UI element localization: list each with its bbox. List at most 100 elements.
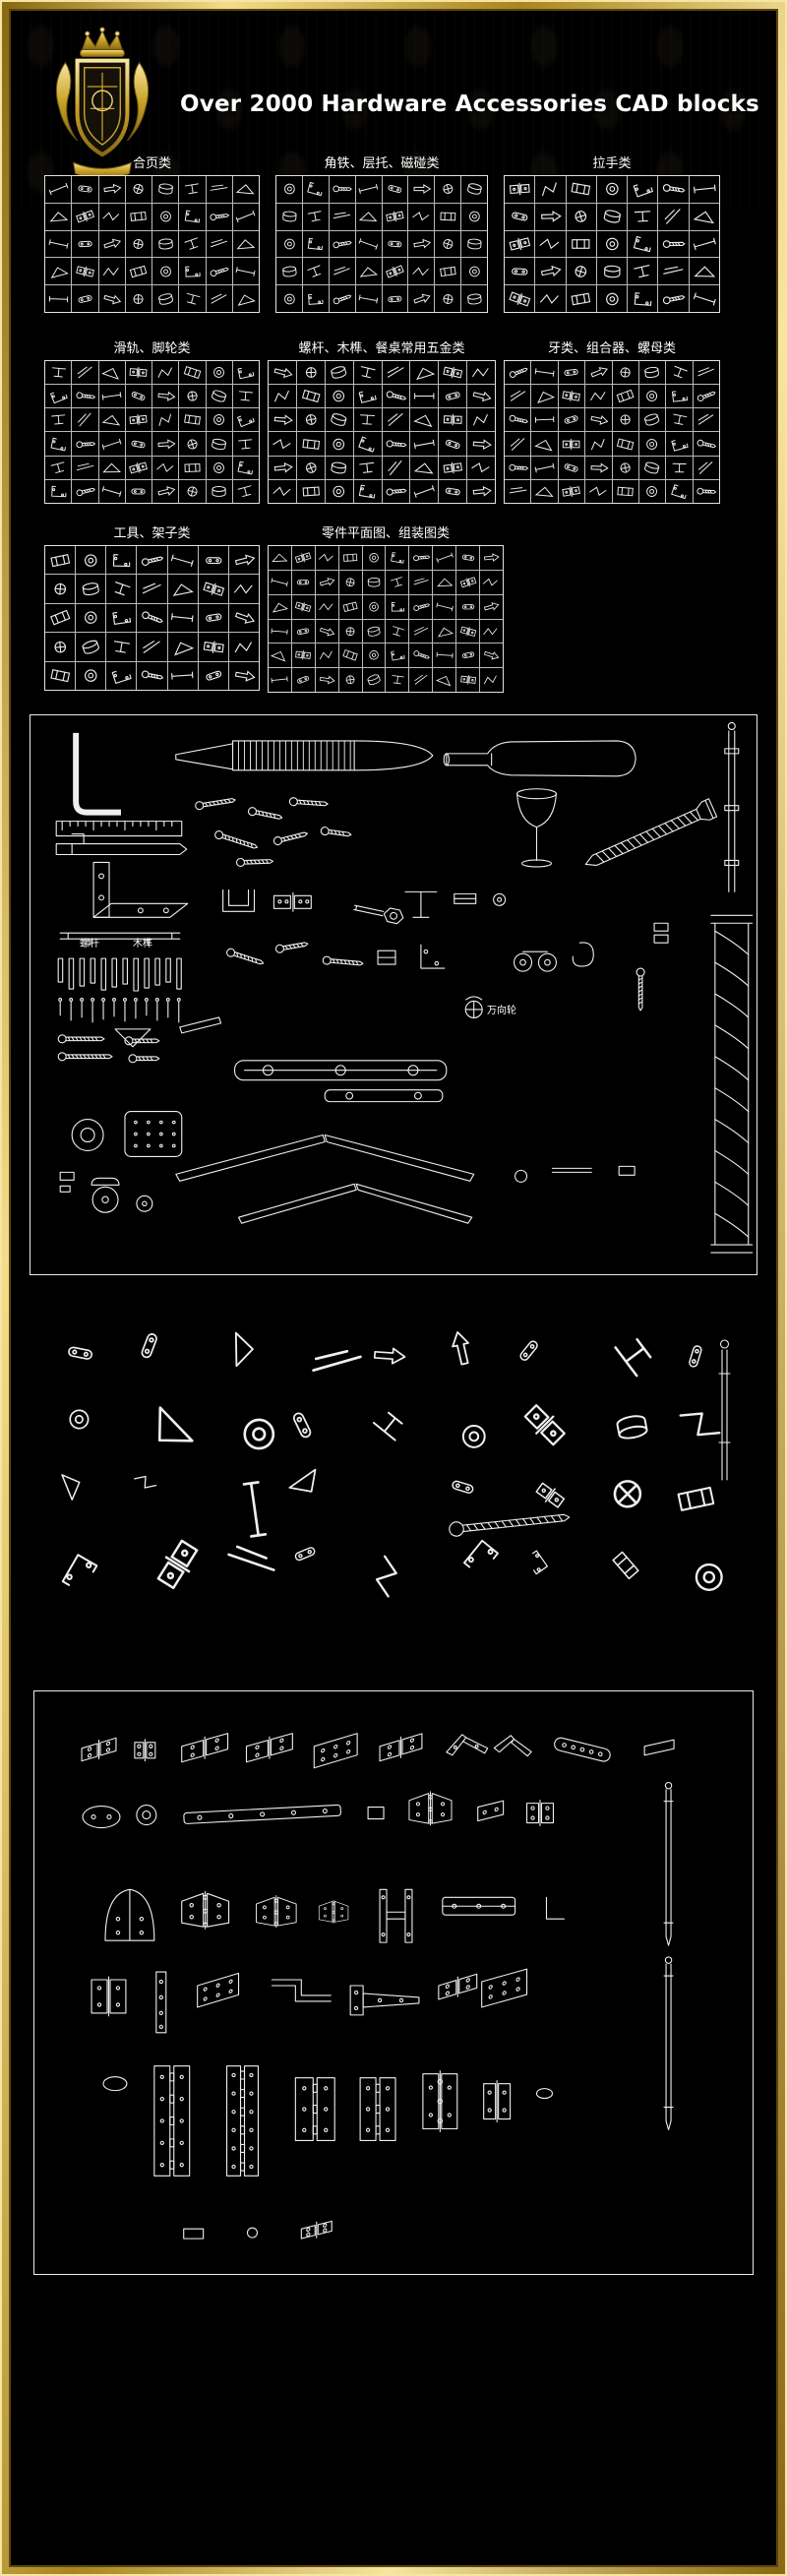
cad-thumbnail <box>480 594 503 619</box>
cad-thumbnail <box>125 361 151 385</box>
cad-thumbnail <box>125 258 151 285</box>
cad-thumbnail <box>179 479 206 503</box>
cad-scatter-parts <box>33 1315 754 1618</box>
cad-thumbnail <box>198 575 228 603</box>
cad-thumbnail <box>531 432 558 456</box>
cad-thumbnail <box>408 176 435 203</box>
cad-thumbnail <box>386 570 409 594</box>
cad-thumbnail <box>45 575 76 603</box>
cad-thumbnail <box>693 408 719 432</box>
cad-thumbnail <box>291 546 315 570</box>
cad-thumbnail <box>232 176 259 203</box>
label-screw-rod: 螺杆 <box>80 939 99 950</box>
cad-thumbnail <box>167 661 198 690</box>
cad-thumbnail <box>296 408 325 432</box>
cad-thumbnail <box>291 668 315 692</box>
cad-thumbnail <box>467 408 495 432</box>
cad-thumbnail <box>435 176 461 203</box>
cad-thumbnail <box>228 546 259 575</box>
cad-thumbnail <box>461 258 487 285</box>
cad-thumbnail <box>435 203 461 230</box>
cad-thumbnail <box>435 258 461 285</box>
cad-thumbnail <box>137 546 167 575</box>
cad-thumbnail <box>585 408 612 432</box>
cad-thumbnail <box>98 479 125 503</box>
cad-thumbnail <box>480 619 503 644</box>
cad-thumbnail <box>302 176 329 203</box>
cad-thumbnail <box>45 258 72 285</box>
cad-thumbnail <box>612 408 638 432</box>
cad-thumbnail <box>439 361 467 385</box>
cad-thumbnail <box>206 361 232 385</box>
cad-thumbnail <box>355 230 382 258</box>
cad-thumbnail <box>467 361 495 385</box>
cad-thumbnail <box>179 230 206 258</box>
cad-thumbnail <box>386 619 409 644</box>
cad-thumbnail <box>585 432 612 456</box>
cad-thumbnail <box>456 546 480 570</box>
cad-thumbnail <box>467 432 495 456</box>
cad-thumbnail <box>98 258 125 285</box>
cad-thumbnail <box>269 361 296 385</box>
cad-thumbnail <box>315 570 338 594</box>
cad-thumbnail <box>137 633 167 661</box>
catalog-grid <box>275 175 488 313</box>
catalog-grid <box>44 545 260 691</box>
cad-thumbnail <box>325 408 353 432</box>
cad-thumbnail <box>198 546 228 575</box>
catalog-section: 滑轨、脚轮类 <box>44 340 260 504</box>
cad-thumbnail <box>98 408 125 432</box>
cad-thumbnail <box>638 385 666 408</box>
cad-thumbnail <box>531 479 558 503</box>
cad-panel-hardware-tools: 螺杆 木榫 万向轮 <box>30 714 757 1275</box>
cad-thumbnail <box>152 258 179 285</box>
cad-thumbnail <box>296 385 325 408</box>
cad-thumbnail <box>628 203 658 230</box>
cad-thumbnail <box>596 230 628 258</box>
cad-thumbnail <box>206 285 232 312</box>
cad-thumbnail <box>167 575 198 603</box>
cad-thumbnail <box>228 575 259 603</box>
cad-thumbnail <box>355 176 382 203</box>
cad-thumbnail <box>666 456 693 479</box>
cad-thumbnail <box>232 230 259 258</box>
section-label: 角铁、层托、磁碰类 <box>324 156 440 171</box>
cad-thumbnail <box>325 479 353 503</box>
cad-thumbnail <box>137 603 167 633</box>
cad-thumbnail <box>409 546 433 570</box>
cad-thumbnail <box>505 176 535 203</box>
cad-thumbnail <box>456 594 480 619</box>
cad-thumbnail <box>505 285 535 312</box>
cad-thumbnail <box>693 385 719 408</box>
cad-thumbnail <box>433 619 456 644</box>
cad-thumbnail <box>98 285 125 312</box>
cad-thumbnail <box>362 619 386 644</box>
cad-thumbnail <box>355 203 382 230</box>
cad-thumbnail <box>232 408 259 432</box>
cad-thumbnail <box>137 661 167 690</box>
cad-thumbnail <box>338 594 362 619</box>
cad-thumbnail <box>76 546 106 575</box>
cad-thumbnail <box>666 385 693 408</box>
cad-thumbnail <box>505 432 531 456</box>
cad-thumbnail <box>638 432 666 456</box>
cad-thumbnail <box>106 661 137 690</box>
cad-thumbnail <box>693 456 719 479</box>
cad-thumbnail <box>296 361 325 385</box>
catalog-grid <box>268 545 504 693</box>
cad-thumbnail <box>353 479 382 503</box>
cad-thumbnail <box>276 203 302 230</box>
cad-thumbnail <box>382 361 410 385</box>
cad-thumbnail <box>179 285 206 312</box>
cad-thumbnail <box>658 285 689 312</box>
cad-thumbnail <box>179 432 206 456</box>
cad-thumbnail <box>689 230 719 258</box>
cad-thumbnail <box>408 285 435 312</box>
cad-thumbnail <box>505 203 535 230</box>
cad-thumbnail <box>315 594 338 619</box>
cad-thumbnail <box>566 203 596 230</box>
catalog-section: 牙类、组合器、螺母类 <box>504 340 720 504</box>
cad-thumbnail <box>439 479 467 503</box>
cad-thumbnail <box>152 361 179 385</box>
cad-thumbnail <box>198 661 228 690</box>
